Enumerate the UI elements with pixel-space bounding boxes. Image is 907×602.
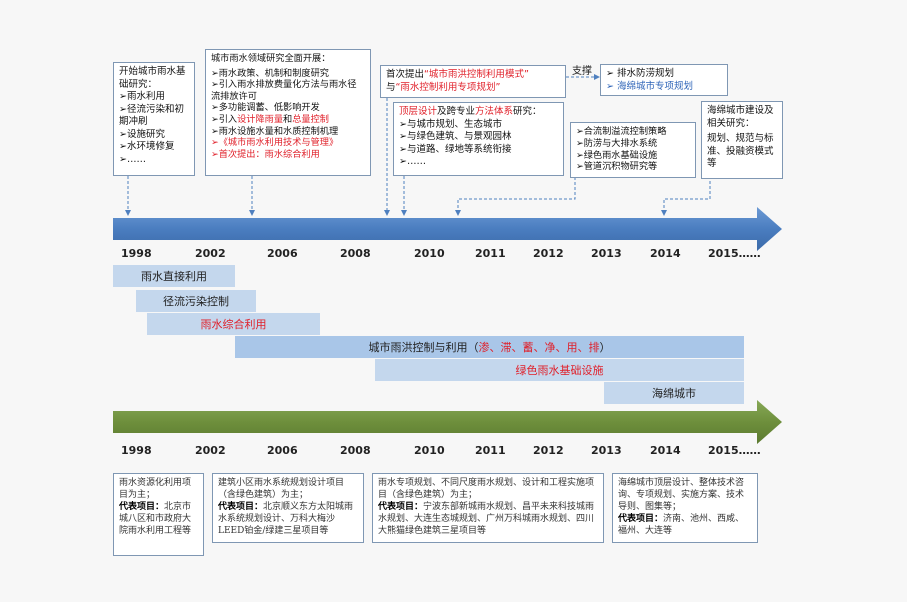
phase-bar-comprehensive-use: 雨水综合利用 — [147, 313, 320, 335]
year-label: 2015…… — [708, 444, 761, 457]
list-item: ➢与城市规划、生态城市 — [399, 118, 502, 130]
phase-bar-green-infrastructure: 绿色雨水基础设施 — [375, 359, 744, 381]
project-box-1998: 雨水资源化利用项目为主；代表项目：北京市城八区和市政府大院雨水利用工程等 — [113, 473, 204, 556]
year-label: 2002 — [195, 444, 226, 457]
connector-arrowheads — [125, 74, 667, 216]
year-label: 2010 — [414, 444, 445, 457]
box-title: 开始城市雨水基础研究： — [119, 66, 186, 90]
box-overflow-control: ➢合流制溢流控制策略 ➢防涝与大排水系统 ➢绿色雨水基础设施 ➢管道沉积物研究等 — [570, 122, 696, 178]
list-item: ➢ 海绵城市专项规划 — [606, 80, 693, 92]
list-item: ➢…… — [119, 153, 146, 165]
top-timeline-arrow — [113, 207, 782, 251]
list-item: ➢雨水政策、机制和制度研究 — [211, 67, 329, 79]
phase-bar-sponge-city: 海绵城市 — [604, 382, 744, 404]
list-item: ➢首次提出：雨水综合利用 — [211, 148, 320, 160]
phase-bar-flood-control: 城市雨洪控制与利用（渗、滞、蓄、净、用、排） — [235, 336, 744, 358]
list-item: ➢绿色雨水基础设施 — [576, 149, 658, 161]
box-drainage-planning: ➢ 排水防涝规划 ➢ 海绵城市专项规划 — [600, 64, 728, 96]
box-early-research: 开始城市雨水基础研究： ➢雨水利用 ➢径流污染和初期冲刷 ➢设施研究 ➢水环境修… — [113, 62, 195, 176]
list-item: ➢引入设计降雨量和总量控制 — [211, 113, 329, 125]
list-item: ➢管道沉积物研究等 — [576, 161, 658, 173]
list-item: ➢多功能调蓄、低影响开发 — [211, 102, 320, 114]
box-body: 规划、规范与标准、投融资模式等 — [707, 133, 774, 169]
year-label: 2006 — [267, 247, 298, 260]
year-label: 2011 — [475, 247, 506, 260]
project-box-2014: 海绵城市顶层设计、整体技术咨询、专项规划、实施方案、技术导则、图集等；代表项目：… — [612, 473, 758, 543]
list-item: ➢设施研究 — [119, 128, 165, 140]
box-first-proposal: 首次提出“城市雨洪控制利用模式” 与“雨水控制利用专项规划” — [380, 65, 566, 98]
year-label: 1998 — [121, 247, 152, 260]
year-label: 2006 — [267, 444, 298, 457]
year-label: 2012 — [533, 247, 564, 260]
box-sponge-city-research: 海绵城市建设及相关研究： 规划、规范与标准、投融资模式等 — [701, 101, 783, 179]
phase-bar-runoff-pollution: 径流污染控制 — [136, 290, 256, 312]
year-label: 2008 — [340, 444, 371, 457]
year-label: 2015…… — [708, 247, 761, 260]
year-label: 2002 — [195, 247, 226, 260]
project-box-2008: 雨水专项规划、不同尺度雨水规划、设计和工程实施项目（含绿色建筑）为主；代表项目：… — [372, 473, 604, 543]
year-label: 2010 — [414, 247, 445, 260]
proposal-line-2: 与“雨水控制利用专项规划” — [386, 81, 501, 93]
box-title: 城市雨水领域研究全面开展： — [211, 53, 331, 64]
box-top-level-design: 顶层设计及跨专业方法体系研究： ➢与城市规划、生态城市 ➢与绿色建筑、与景观园林… — [393, 102, 564, 176]
list-item: ➢径流污染和初期冲刷 — [119, 103, 184, 128]
box-title: 海绵城市建设及相关研究： — [707, 105, 774, 129]
box-title: 顶层设计及跨专业方法体系研究： — [399, 106, 542, 117]
list-item: ➢与道路、绿地等系统衔接 — [399, 143, 512, 155]
list-item: ➢合流制溢流控制策略 — [576, 126, 667, 137]
year-label: 2011 — [475, 444, 506, 457]
box-comprehensive-research: 城市雨水领域研究全面开展： ➢雨水政策、机制和制度研究 ➢引入雨水排放费量化方法… — [205, 49, 371, 176]
list-item: ➢雨水设施水量和水质控制机理 — [211, 125, 339, 137]
list-item: ➢与绿色建筑、与景观园林 — [399, 131, 512, 142]
list-item: ➢雨水利用 — [119, 91, 165, 102]
support-label: 支撑 — [572, 66, 592, 77]
year-label: 2013 — [591, 444, 622, 457]
bottom-timeline-arrow — [113, 400, 782, 444]
list-item: ➢防涝与大排水系统 — [576, 137, 658, 149]
year-label: 2014 — [650, 444, 681, 457]
year-label: 1998 — [121, 444, 152, 457]
year-label: 2008 — [340, 247, 371, 260]
list-item: ➢引入雨水排放费量化方法与雨水径流排放许可 — [211, 79, 357, 102]
list-item: ➢水环境修复 — [119, 141, 175, 152]
proposal-line-1: 首次提出“城市雨洪控制利用模式” — [386, 69, 529, 80]
project-box-2002: 建筑小区雨水系统规划设计项目（含绿色建筑）为主；代表项目：北京顺义东方太阳城雨水… — [212, 473, 364, 543]
year-label: 2013 — [591, 247, 622, 260]
year-label: 2012 — [533, 444, 564, 457]
year-label: 2014 — [650, 247, 681, 260]
list-item: ➢ 排水防涝规划 — [606, 68, 674, 79]
list-item: ➢…… — [399, 156, 426, 167]
connector-lines — [127, 76, 711, 213]
list-item: ➢《城市雨水利用技术与管理》 — [211, 137, 339, 149]
phase-bar-direct-use: 雨水直接利用 — [113, 265, 235, 287]
